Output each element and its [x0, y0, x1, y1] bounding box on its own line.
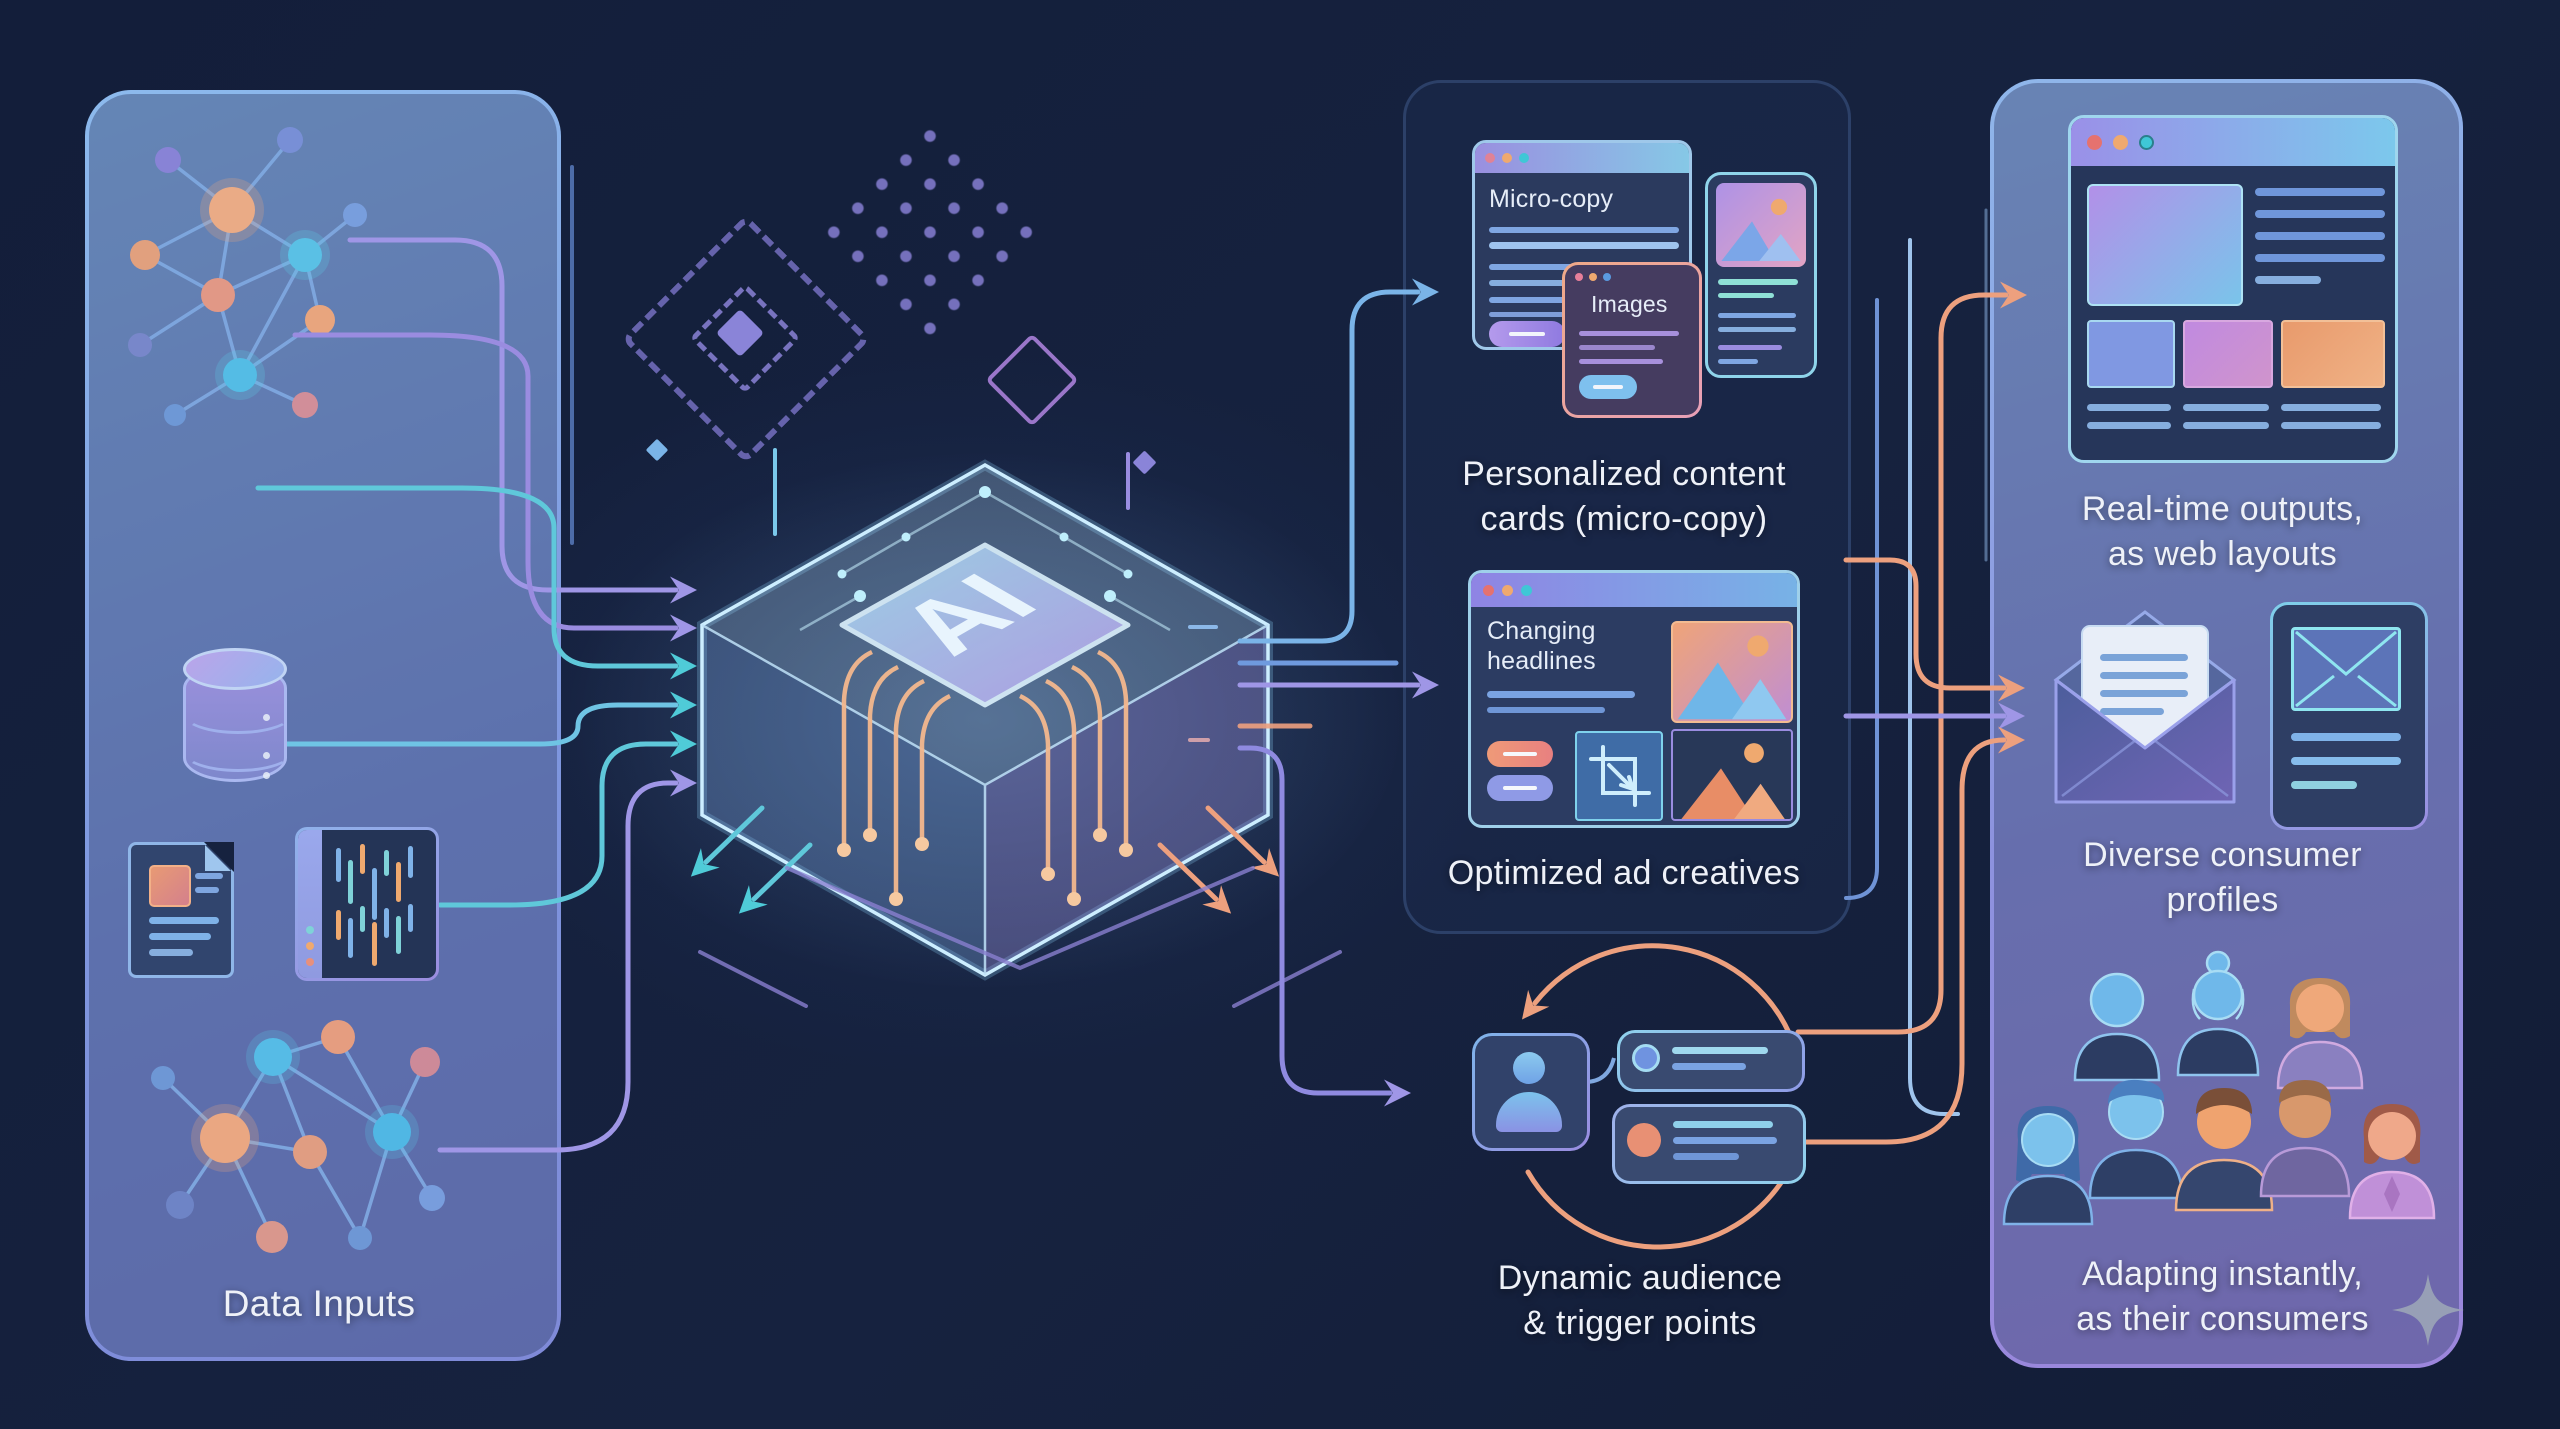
open-envelope-icon	[2053, 610, 2237, 804]
optimized-caption: Optimized ad creatives	[1447, 854, 1801, 892]
window-controls	[1471, 573, 1797, 607]
document-icon	[128, 842, 234, 978]
code-editor-icon	[295, 827, 439, 981]
vertical-accent-line	[570, 165, 574, 545]
web-layout-window	[2068, 115, 2398, 463]
images-card: Images	[1562, 262, 1702, 418]
data-inputs-panel	[85, 90, 561, 1361]
network-graph-top-icon	[128, 127, 367, 426]
image-placeholder	[1716, 183, 1806, 267]
consumer-people-icons	[2002, 950, 2436, 1226]
image-placeholder	[1671, 621, 1793, 723]
data-inputs-label: Data Inputs	[222, 1283, 416, 1324]
realtime-caption: Real-time outputs, as web layouts	[2081, 490, 2364, 573]
micro-copy-window: Micro-copy	[1472, 140, 1692, 350]
ai-chip-icon: AI	[690, 459, 1342, 1008]
thumb-orange	[2281, 320, 2385, 388]
database-icon	[183, 648, 293, 790]
cta-pill	[1489, 321, 1565, 347]
dynamic-caption: Dynamic audience & trigger points	[1497, 1259, 1783, 1342]
chip-pins	[841, 649, 1129, 899]
profiles-caption: Diverse consumer profiles	[2083, 836, 2362, 919]
audience-avatar-card	[1472, 1033, 1590, 1151]
mail-profile-card	[2270, 602, 2428, 830]
output-flow-lines	[1237, 278, 1439, 1107]
network-graph-bottom-icon	[151, 1020, 445, 1253]
phone-preview-card	[1705, 172, 1817, 378]
ad-creatives-window: Changing headlines	[1468, 570, 1800, 828]
cta-pill	[1579, 375, 1637, 399]
thumb-blue	[2087, 320, 2175, 388]
input-flow-lines	[255, 237, 697, 1153]
window-controls	[1565, 265, 1699, 281]
personalized-caption: Personalized content cards (micro-copy)	[1462, 455, 1786, 538]
thumb-purple	[2183, 320, 2273, 388]
cta-pill-orange	[1487, 741, 1553, 767]
cycle-arrows-icon	[1521, 943, 1800, 1250]
person-icon	[1513, 1052, 1545, 1084]
hero-image-placeholder	[2087, 184, 2243, 306]
trigger-card-2	[1612, 1104, 1806, 1184]
adapting-caption: Adapting instantly, as their consumers	[2076, 1255, 2369, 1338]
envelope-icon	[2291, 627, 2401, 711]
image-placeholder-dark	[1671, 729, 1793, 821]
crop-tool-icon	[1575, 731, 1663, 821]
right-flow-lines	[1795, 208, 2027, 1145]
trigger-card-1	[1617, 1030, 1805, 1092]
window-controls	[2071, 118, 2395, 166]
window-controls	[1475, 143, 1689, 173]
cta-pill-blue	[1487, 775, 1553, 801]
sparkle-icon	[2392, 1274, 2464, 1346]
